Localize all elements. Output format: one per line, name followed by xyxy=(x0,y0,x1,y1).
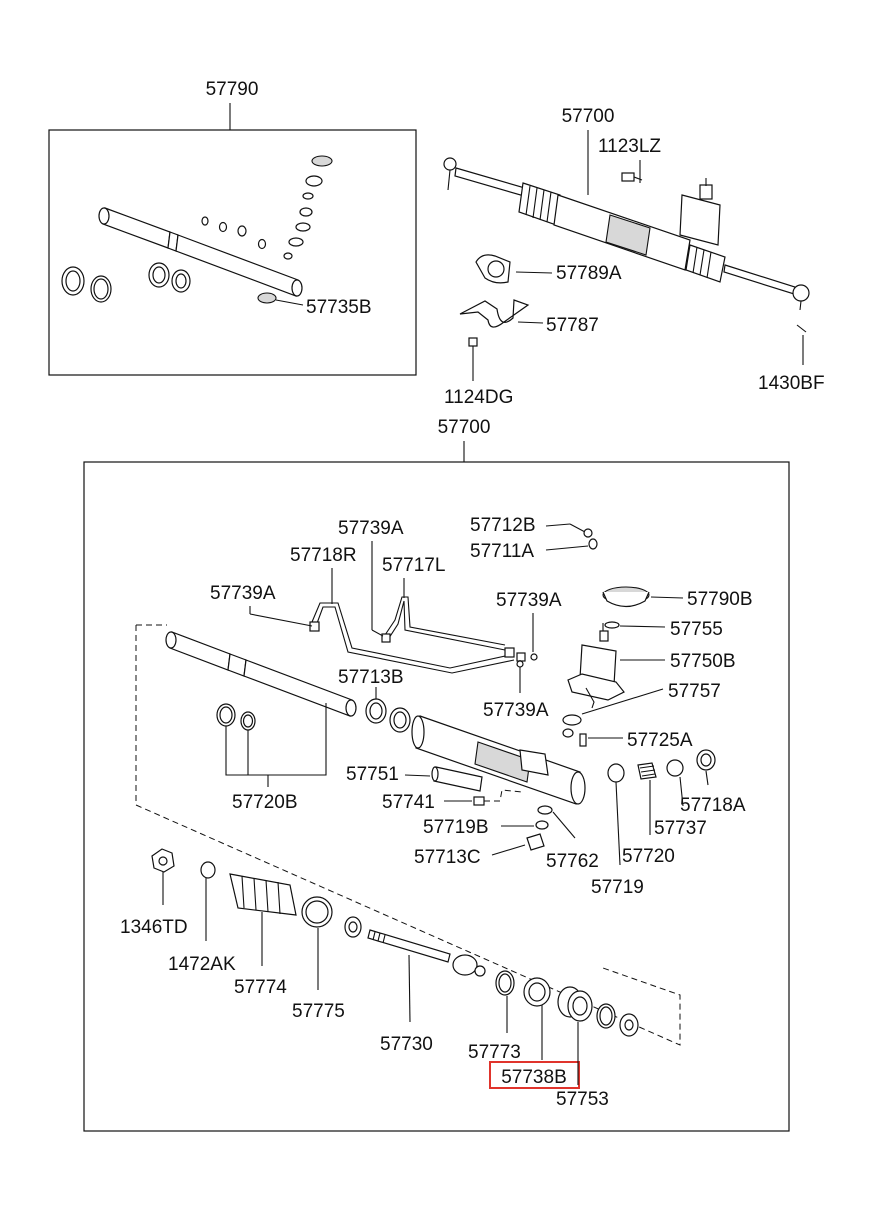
label-57712B[interactable]: 57712B xyxy=(470,515,536,536)
seal-kit-group: 57790 57735B xyxy=(48,79,417,376)
label-1346TD[interactable]: 1346TD xyxy=(120,917,188,938)
steering-gear-assembly-overview: 57700 1123LZ 57789A 577 xyxy=(443,106,825,408)
label-57730[interactable]: 57730 xyxy=(380,1034,433,1055)
label-57762[interactable]: 57762 xyxy=(546,851,599,872)
label-57739A-lower[interactable]: 57739A xyxy=(483,700,549,721)
label-57773[interactable]: 57773 xyxy=(468,1042,521,1063)
label-1124DG[interactable]: 1124DG xyxy=(444,387,513,408)
label-57718A[interactable]: 57718A xyxy=(680,795,746,816)
label-57713B[interactable]: 57713B xyxy=(338,667,404,688)
label-57739A-right[interactable]: 57739A xyxy=(496,590,562,611)
label-57775[interactable]: 57775 xyxy=(292,1001,345,1022)
label-57789A[interactable]: 57789A xyxy=(556,263,622,284)
exploded-view-frame xyxy=(83,461,790,1132)
label-57753[interactable]: 57753 xyxy=(556,1089,609,1110)
label-57700-main[interactable]: 57700 xyxy=(438,417,491,438)
label-57739A-top[interactable]: 57739A xyxy=(338,518,404,539)
label-57737[interactable]: 57737 xyxy=(654,818,707,839)
label-57741[interactable]: 57741 xyxy=(382,792,435,813)
highlight-box-57738B xyxy=(489,1061,580,1089)
label-57787[interactable]: 57787 xyxy=(546,315,599,336)
label-57739A-left[interactable]: 57739A xyxy=(210,583,276,604)
exploded-view-group: 57700 57720B 57739A 57718R xyxy=(83,417,790,1132)
label-57750B[interactable]: 57750B xyxy=(670,651,736,672)
label-1123LZ[interactable]: 1123LZ xyxy=(598,136,661,157)
label-57735B[interactable]: 57735B xyxy=(306,297,372,318)
label-57718R[interactable]: 57718R xyxy=(290,545,357,566)
label-57700-top[interactable]: 57700 xyxy=(562,106,615,127)
label-57757[interactable]: 57757 xyxy=(668,681,721,702)
label-57717L[interactable]: 57717L xyxy=(382,555,445,576)
label-57755[interactable]: 57755 xyxy=(670,619,723,640)
label-57719[interactable]: 57719 xyxy=(591,877,644,898)
label-57725A[interactable]: 57725A xyxy=(627,730,693,751)
label-57751[interactable]: 57751 xyxy=(346,764,399,785)
label-57713C[interactable]: 57713C xyxy=(414,847,481,868)
label-1472AK[interactable]: 1472AK xyxy=(168,954,236,975)
kit-box-frame xyxy=(48,129,417,376)
label-57720B[interactable]: 57720B xyxy=(232,792,298,813)
label-57719B[interactable]: 57719B xyxy=(423,817,489,838)
label-57720[interactable]: 57720 xyxy=(622,846,675,867)
label-57711A[interactable]: 57711A xyxy=(470,541,534,562)
label-57790[interactable]: 57790 xyxy=(206,79,259,100)
label-57738B[interactable]: 57738B xyxy=(501,1067,567,1088)
label-57774[interactable]: 57774 xyxy=(234,977,287,998)
label-1430BF[interactable]: 1430BF xyxy=(758,373,825,394)
label-57790B[interactable]: 57790B xyxy=(687,589,753,610)
